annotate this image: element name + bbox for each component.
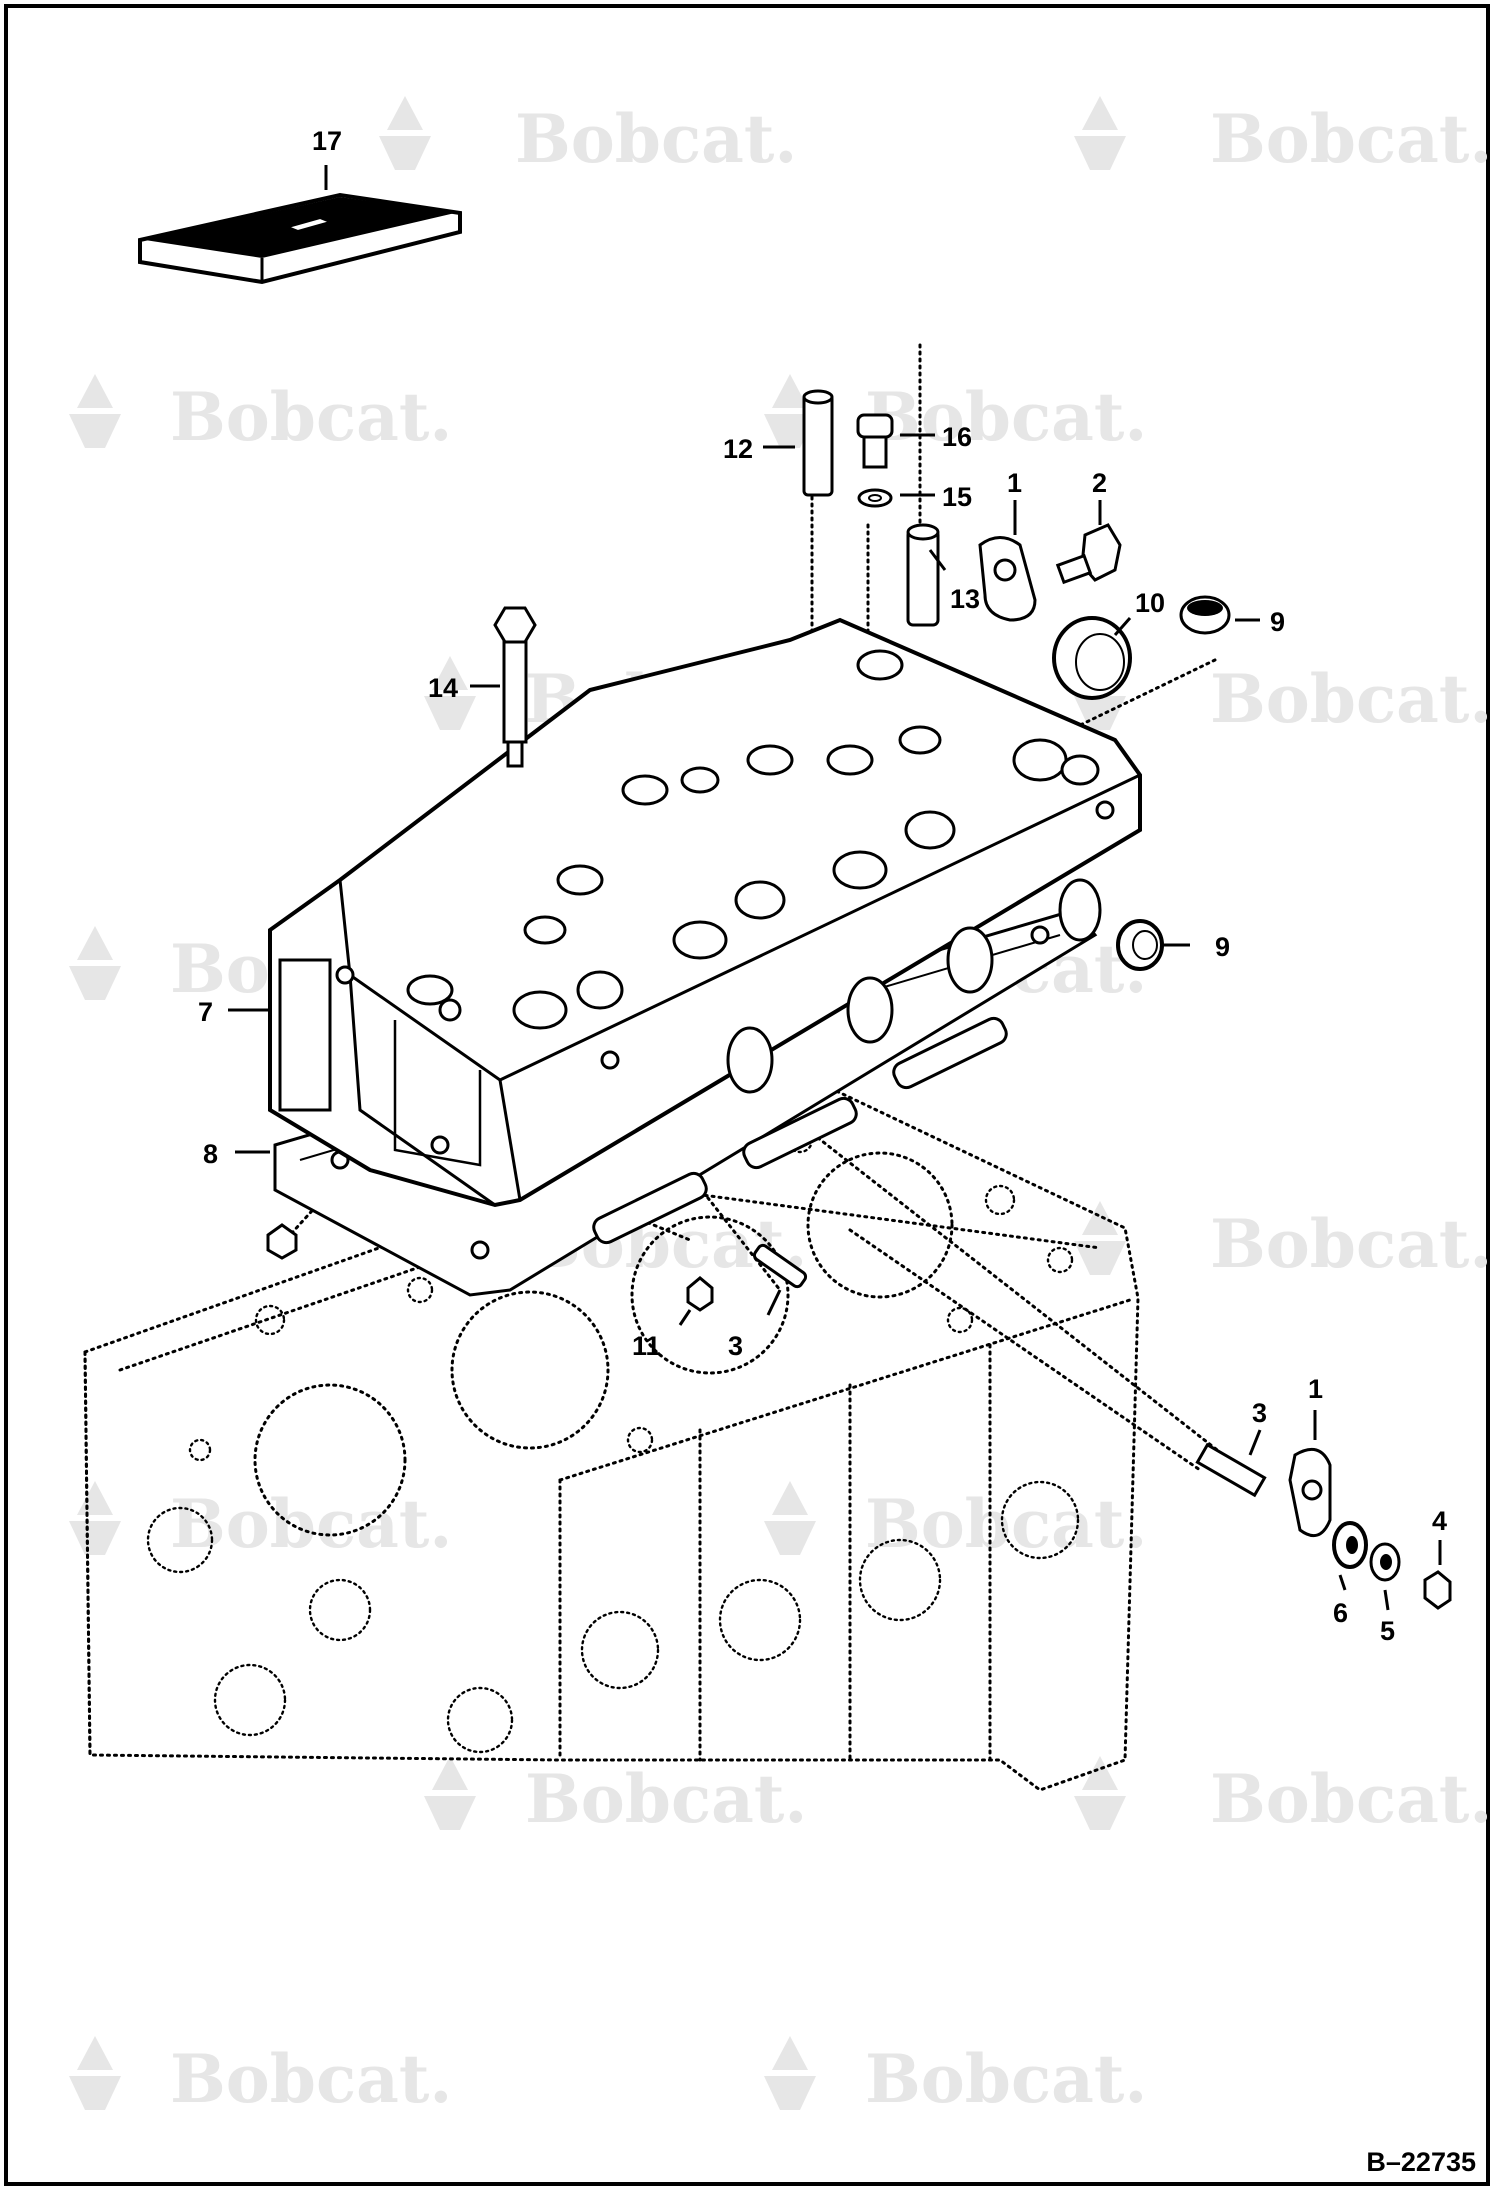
callout-13: 13 xyxy=(950,584,980,614)
gasket-kit-box xyxy=(138,192,462,285)
callout-14: 14 xyxy=(428,673,458,703)
callout-1-top: 1 xyxy=(1007,468,1022,498)
lockwasher-5 xyxy=(1369,1542,1401,1582)
bracket-1-top xyxy=(978,536,1037,622)
head-bolt xyxy=(493,606,537,768)
callout-1-lower: 1 xyxy=(1308,1374,1323,1404)
callout-leaders xyxy=(228,165,1442,1611)
watermark: Bobcat. xyxy=(764,2036,1147,2118)
callout-5: 5 xyxy=(1380,1616,1395,1646)
sensor-2 xyxy=(1055,523,1122,585)
nut-left xyxy=(266,1223,298,1260)
watermark-text: Bobcat. xyxy=(170,1485,452,1563)
watermark: Bobcat. xyxy=(764,374,1147,456)
watermark: Bobcat. xyxy=(764,1481,1147,1563)
callout-4: 4 xyxy=(1432,1506,1447,1536)
watermark-text: Bobcat. xyxy=(1210,1205,1492,1283)
callout-11: 11 xyxy=(632,1331,661,1361)
callout-labels: 17 12 16 15 1 2 13 10 9 14 9 7 8 11 3 1 … xyxy=(198,126,1447,1646)
watermark-text: Bobcat. xyxy=(865,378,1147,456)
callout-2: 2 xyxy=(1092,468,1107,498)
plug-16 xyxy=(856,413,894,469)
watermark-text: Bobcat. xyxy=(1210,660,1492,738)
watermark: Bobcat. xyxy=(379,96,797,178)
cover-10 xyxy=(1052,616,1132,700)
callout-12: 12 xyxy=(723,434,753,464)
watermark-text: Bobcat. xyxy=(1210,1760,1492,1838)
watermark-text: Bobcat. xyxy=(170,2040,452,2118)
washer-15 xyxy=(857,488,893,508)
valve-guide-12 xyxy=(802,389,834,497)
callout-3-right: 3 xyxy=(1252,1398,1267,1428)
watermark-text: Bobcat. xyxy=(525,1760,807,1838)
stud-3-left xyxy=(752,1243,808,1289)
callout-16: 16 xyxy=(942,422,972,452)
washer-6 xyxy=(1332,1521,1368,1569)
watermark: Bobcat. xyxy=(69,1481,452,1563)
callout-15: 15 xyxy=(942,482,972,512)
watermark-text: Bobcat. xyxy=(1210,100,1492,178)
watermark: Bobcat. xyxy=(424,1756,807,1838)
watermark: Bobcat. xyxy=(69,374,452,456)
watermark: Bobcat. xyxy=(1074,1756,1492,1838)
callout-7: 7 xyxy=(198,997,213,1027)
watermark-text: Bobcat. xyxy=(865,1485,1147,1563)
watermark-text: Bobcat. xyxy=(515,100,797,178)
valve-guide-13 xyxy=(906,523,940,627)
plug-9-top xyxy=(1179,595,1231,635)
watermark: Bobcat. xyxy=(1074,96,1492,178)
watermark: Bobcat. xyxy=(69,2036,452,2118)
callout-6: 6 xyxy=(1333,1598,1348,1628)
bracket-1-lower xyxy=(1288,1447,1332,1538)
bobcat-watermarks: Bobcat. Bobcat. Bobcat. Bobcat. Bobcat. … xyxy=(69,96,1492,2118)
callout-3-left: 3 xyxy=(728,1331,743,1361)
cylinder-head xyxy=(268,617,1142,1208)
nut-11 xyxy=(686,1276,714,1312)
nut-4 xyxy=(1423,1570,1452,1610)
callout-9-right: 9 xyxy=(1215,932,1230,962)
plug-9-right xyxy=(1116,919,1164,971)
callout-17: 17 xyxy=(312,126,342,156)
watermark: Bobcat. xyxy=(1074,1201,1492,1283)
reference-code: B–22735 xyxy=(1366,2147,1476,2177)
callout-10: 10 xyxy=(1135,588,1165,618)
stud-3-right xyxy=(1195,1442,1267,1498)
callout-9-top: 9 xyxy=(1270,607,1285,637)
watermark: Bobcat. xyxy=(1074,656,1492,738)
watermark-text: Bobcat. xyxy=(865,2040,1147,2118)
watermark-text: Bobcat. xyxy=(170,378,452,456)
callout-8: 8 xyxy=(203,1139,218,1169)
